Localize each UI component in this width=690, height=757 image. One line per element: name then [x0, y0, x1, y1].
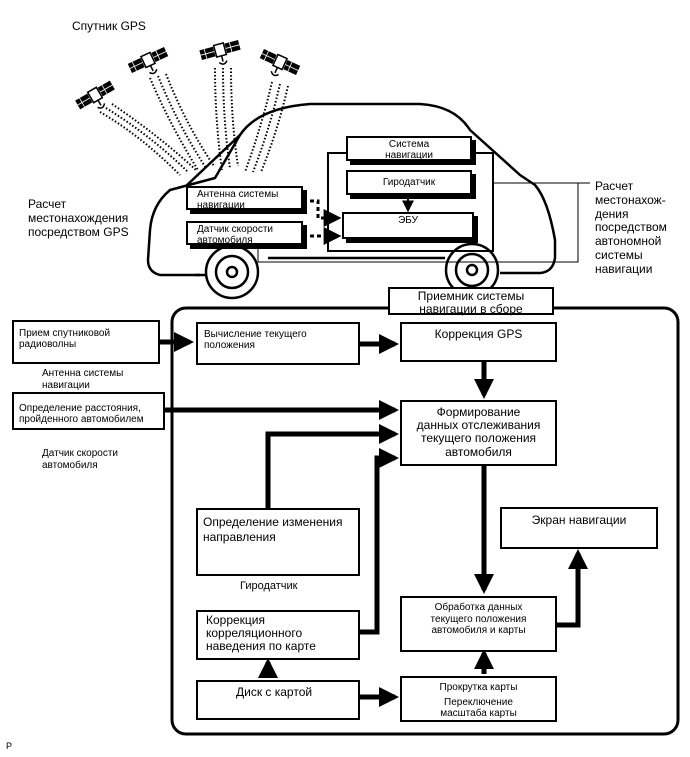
nav-screen-box: Экран навигации: [500, 507, 658, 549]
autonomous-nav-calc-label: Расчет местонахож- дения посредством авт…: [595, 179, 667, 276]
satellite-reception-text: Прием спутниковой радиоволны: [19, 328, 111, 350]
speed-sensor-text: Датчик скорости автомобиля: [197, 224, 273, 246]
current-position-calc-text: Вычисление текущего положения: [204, 329, 307, 351]
direction-change-box: Определение изменения направления: [196, 508, 360, 576]
satellite-icon: [126, 45, 174, 83]
flow-arrows: [160, 332, 588, 707]
nav-system-box: Система навигации: [346, 136, 472, 161]
nav-system-text: Система навигации: [385, 139, 433, 161]
gps-position-calc-label: Расчет местонахождения посредством GPS: [28, 197, 129, 239]
distance-measurement-text: Определение расстояния, пройденного авто…: [19, 403, 144, 425]
corner-mark: P: [6, 741, 13, 751]
gps-correction-text: Коррекция GPS: [434, 327, 523, 341]
gyro-caption: Гиродатчик: [240, 580, 298, 592]
gps-correction-box: Коррекция GPS: [400, 322, 557, 362]
speed-sensor-box: Датчик скорости автомобиля: [186, 221, 303, 246]
gyro-sensor-text: Гиродатчик: [382, 177, 436, 188]
map-scroll-text: Прокрутка карты: [439, 682, 518, 693]
speed-sensor-caption: Датчик скорости автомобиля: [42, 448, 118, 471]
satellite-reception-box: Прием спутниковой радиоволны: [12, 320, 160, 364]
map-disc-text: Диск с картой: [236, 685, 313, 699]
gyro-sensor-box: Гиродатчик: [346, 170, 472, 195]
current-position-calc-box: Вычисление текущего положения: [196, 322, 360, 365]
satellite-icon: [254, 47, 302, 85]
tracking-data-text: Формирование данных отслеживания текущег…: [416, 405, 541, 459]
sensor-to-ecu-arrows: [303, 199, 342, 245]
satellite-icon: [198, 38, 244, 70]
gps-satellite-label: Спутник GPS: [72, 19, 146, 33]
direction-change-text: Определение изменения направления: [203, 515, 343, 544]
data-processing-text: Обработка данных текущего положения авто…: [430, 602, 527, 636]
map-disc-box: Диск с картой: [196, 680, 360, 720]
map-correlation-text: Коррекция корреляционного наведения по к…: [206, 613, 316, 654]
tracking-data-box: Формирование данных отслеживания текущег…: [400, 400, 557, 466]
antenna-box: Антенна системы навигации: [186, 186, 303, 211]
map-correlation-box: Коррекция корреляционного наведения по к…: [196, 610, 360, 660]
nav-screen-text: Экран навигации: [531, 513, 627, 527]
distance-measurement-box: Определение расстояния, пройденного авто…: [12, 392, 165, 430]
antenna-text: Антенна системы навигации: [197, 189, 279, 211]
signal-waves: [99, 67, 289, 176]
receiver-assembly-title: Приемник системы навигации в сборе: [388, 287, 554, 317]
antenna-caption: Антенна системы навигации: [42, 368, 124, 391]
callout-lines: [257, 182, 590, 263]
ecu-box: ЭБУ: [342, 212, 474, 239]
map-operations-box: Прокрутка карты Переключение масштаба ка…: [400, 676, 557, 722]
receiver-assembly-text: Приемник системы навигации в сборе: [417, 289, 525, 317]
map-scale-text: Переключение масштаба карты: [440, 697, 517, 719]
data-processing-box: Обработка данных текущего положения авто…: [400, 596, 557, 652]
ecu-text: ЭБУ: [398, 215, 418, 226]
